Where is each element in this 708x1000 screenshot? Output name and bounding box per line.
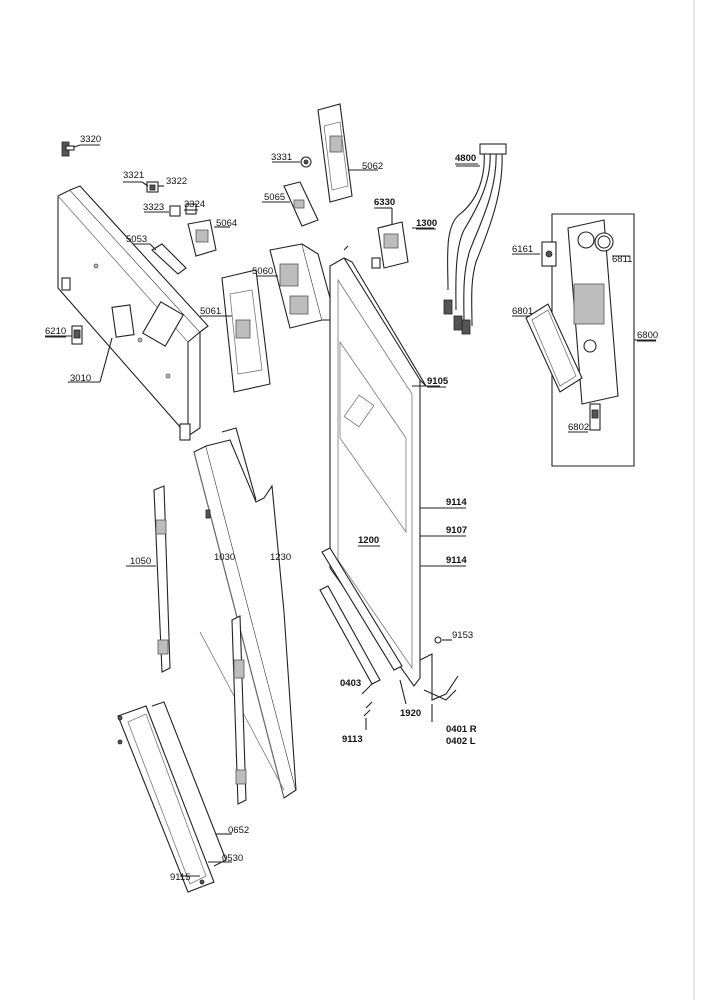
- label-9113: 9113: [342, 734, 363, 745]
- label-9114-a: 9114: [446, 497, 467, 508]
- label-6800: 6800: [637, 330, 658, 341]
- part-4800-harness: [443, 143, 507, 335]
- part-5060: [255, 243, 337, 329]
- part-0403-1920-strip: [319, 547, 407, 705]
- label-4800: 4800: [455, 153, 476, 164]
- part-0530-kickplate: [117, 701, 232, 893]
- label-1030: 1030: [214, 552, 235, 563]
- part-9113-screws: [363, 701, 373, 730]
- label-6161: 6161: [512, 244, 533, 255]
- part-1050: [126, 485, 171, 673]
- label-9107: 9107: [446, 525, 467, 536]
- part-inner-strip: [231, 615, 247, 805]
- label-3321: 3321: [123, 170, 144, 181]
- label-9115: 9115: [170, 872, 190, 883]
- label-5061: 5061: [200, 306, 221, 317]
- label-5053: 5053: [126, 234, 147, 245]
- label-9105: 9105: [427, 376, 449, 387]
- part-5062: [317, 103, 378, 203]
- label-underlines: [45, 163, 656, 567]
- part-6800-dispenser-group: [512, 213, 656, 467]
- label-9114-b: 9114: [446, 555, 467, 566]
- label-3324: 3324: [184, 199, 205, 210]
- part-3321-3322: [123, 181, 164, 193]
- part-5064: [187, 219, 230, 257]
- label-3322: 3322: [166, 176, 187, 187]
- label-0652: 0652: [228, 825, 249, 836]
- label-0530: 0530: [222, 853, 243, 864]
- part-1030-outer-panel: [193, 427, 297, 799]
- label-5062: 5062: [362, 161, 383, 172]
- label-9153: 9153: [452, 630, 473, 641]
- label-3320: 3320: [80, 134, 101, 145]
- label-1920: 1920: [400, 708, 421, 719]
- part-3010-control-panel: [57, 185, 209, 441]
- part-3331: [272, 156, 312, 168]
- part-9153: [434, 636, 452, 644]
- label-6210: 6210: [45, 326, 66, 337]
- label-3323: 3323: [143, 202, 164, 213]
- label-0403: 0403: [340, 678, 361, 689]
- part-5065: [262, 181, 319, 227]
- label-0402l: 0402 L: [446, 736, 476, 747]
- label-6801: 6801: [512, 306, 533, 317]
- label-6330: 6330: [374, 197, 395, 208]
- part-6210: [45, 325, 83, 345]
- label-6811: 6811: [612, 254, 632, 265]
- label-1230: 1230: [270, 552, 291, 563]
- label-3010: 3010: [70, 373, 91, 384]
- part-5061: [200, 269, 271, 393]
- label-5060: 5060: [252, 266, 273, 277]
- label-5065: 5065: [264, 192, 285, 203]
- label-3331: 3331: [271, 152, 292, 163]
- part-3320: [61, 141, 100, 157]
- label-6802: 6802: [568, 422, 589, 433]
- part-1200-inner-door: [329, 245, 450, 687]
- part-3323-3324: [144, 203, 198, 217]
- part-6330-1300: [371, 207, 434, 269]
- label-1200: 1200: [358, 535, 379, 546]
- label-1300: 1300: [416, 218, 437, 229]
- label-0401r: 0401 R: [446, 724, 477, 735]
- label-5064: 5064: [216, 218, 237, 229]
- part-0401-0402-hinge: [419, 653, 459, 722]
- label-1050: 1050: [130, 556, 151, 567]
